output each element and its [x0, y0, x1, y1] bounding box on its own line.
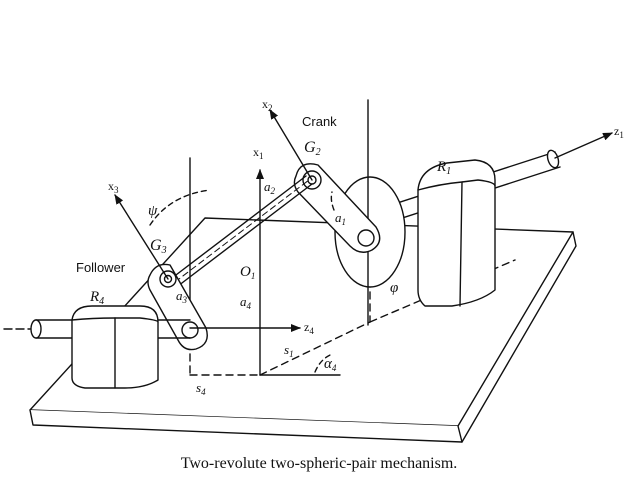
phi-label: φ [390, 280, 398, 296]
follower-label: Follower [76, 260, 126, 275]
x3-label: x3 [108, 179, 119, 195]
s1-label: s1 [284, 342, 294, 359]
bearing-r4 [71, 305, 159, 389]
a1-label: a1 [335, 210, 346, 227]
r4-label: R4 [89, 289, 104, 307]
coupler-rod [171, 175, 313, 287]
o1-label: O1 [240, 264, 255, 281]
a4-label: a4 [240, 294, 252, 311]
g3-label: G3 [150, 237, 167, 256]
z4-label: z4 [304, 320, 314, 336]
a2-label: a2 [264, 179, 276, 196]
labels: Crank Follower G2 G3 R1 R4 x1 x2 x3 z1 z… [76, 97, 624, 397]
psi-label: ψ [148, 203, 158, 219]
axes [114, 109, 613, 376]
alpha4-label: α4 [324, 356, 337, 373]
x2-label: x2 [262, 97, 273, 113]
angle-arcs [149, 189, 335, 373]
g2-label: G2 [304, 139, 321, 158]
crank-label: Crank [302, 114, 337, 129]
reference-verticals [189, 99, 369, 326]
crank-link [293, 163, 381, 253]
s4-label: s4 [196, 380, 206, 397]
r1-label: R1 [436, 159, 451, 177]
figure-caption: Two-revolute two-spheric-pair mechanism. [180, 455, 458, 472]
z1-label: z1 [614, 124, 624, 140]
x1-label: x1 [253, 145, 264, 161]
a3-label: a3 [176, 288, 188, 305]
